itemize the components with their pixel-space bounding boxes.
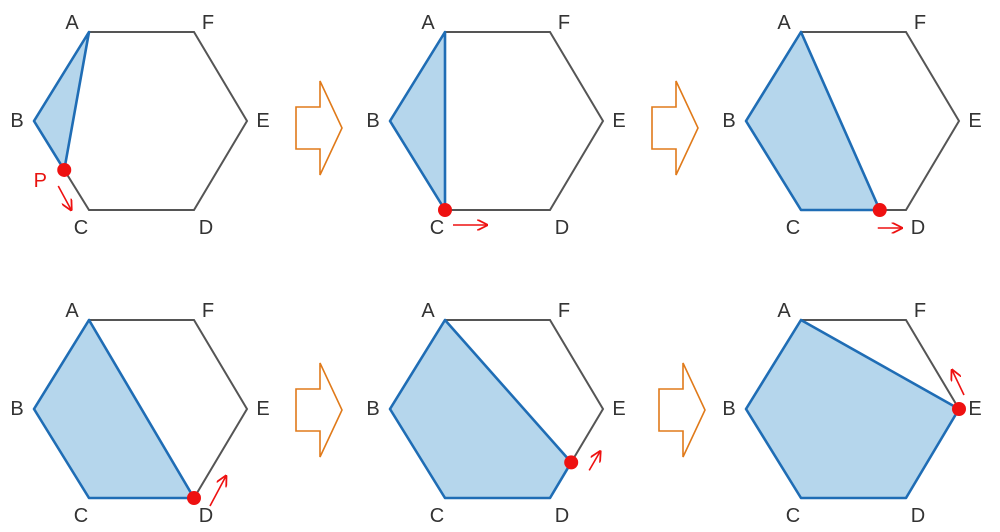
vertex-label-a: A [777,300,791,322]
vertex-label-b: B [10,398,23,420]
vertex-label-d: D [555,217,569,239]
vertex-label-f: F [558,300,570,322]
vertex-label-f: F [202,300,214,322]
shaded-region [388,30,447,212]
motion-arrow [209,476,226,507]
moving-point [564,455,579,470]
vertex-label-e: E [612,110,625,132]
shaded-region [744,318,961,500]
panel-6: A F E D C B [722,300,981,527]
vertex-label-b: B [366,398,379,420]
vertex-label-c: C [430,505,444,527]
motion-arrow [588,451,600,471]
vertex-label-d: D [199,217,213,239]
moving-point [952,402,966,416]
vertex-label-c: C [786,505,800,527]
panel-5: A F E D C B [366,300,625,527]
vertex-label-f: F [202,12,214,34]
vertex-label-d: D [911,217,925,239]
vertex-label-b: B [366,110,379,132]
moving-point [872,203,887,217]
vertex-label-e: E [256,110,269,132]
step-arrow-3 [295,362,343,458]
shaded-region [744,30,882,212]
moving-point [438,203,452,217]
step-arrow-1 [295,80,343,176]
panel-4: A F E D C B [10,300,269,527]
vertex-label-c: C [430,217,444,239]
vertex-label-d: D [199,505,213,527]
vertex-label-e: E [968,110,981,132]
vertex-label-c: C [74,217,88,239]
moving-point-label: P [34,170,47,192]
vertex-label-f: F [558,12,570,34]
vertex-label-f: F [914,12,926,34]
vertex-label-b: B [10,110,23,132]
step-arrows-layer [295,80,706,458]
vertex-label-a: A [65,12,79,34]
motion-arrow [952,370,965,396]
panels-layer: A F E D C B P A F E D C B A F E D C B A F E D C B A F E D C B A F E D C B [10,12,981,527]
vertex-label-d: D [555,505,569,527]
motion-arrow [57,185,71,210]
moving-point [57,162,72,177]
vertex-label-e: E [968,398,981,420]
vertex-label-d: D [911,505,925,527]
vertex-label-a: A [421,300,435,322]
vertex-label-f: F [914,300,926,322]
shaded-region [32,30,91,172]
vertex-label-b: B [722,110,735,132]
step-arrow-2 [651,80,699,176]
step-arrow-4 [658,362,706,458]
vertex-label-e: E [256,398,269,420]
panel-1: A F E D C B P [10,12,269,239]
vertex-label-a: A [65,300,79,322]
panel-2: A F E D C B [366,12,625,239]
vertex-label-b: B [722,398,735,420]
vertex-label-e: E [612,398,625,420]
vertex-label-c: C [786,217,800,239]
vertex-label-c: C [74,505,88,527]
panel-3: A F E D C B [722,12,981,239]
vertex-label-a: A [421,12,435,34]
shaded-region [32,318,196,500]
shaded-region [388,318,573,500]
moving-point [187,491,201,505]
vertex-label-a: A [777,12,791,34]
